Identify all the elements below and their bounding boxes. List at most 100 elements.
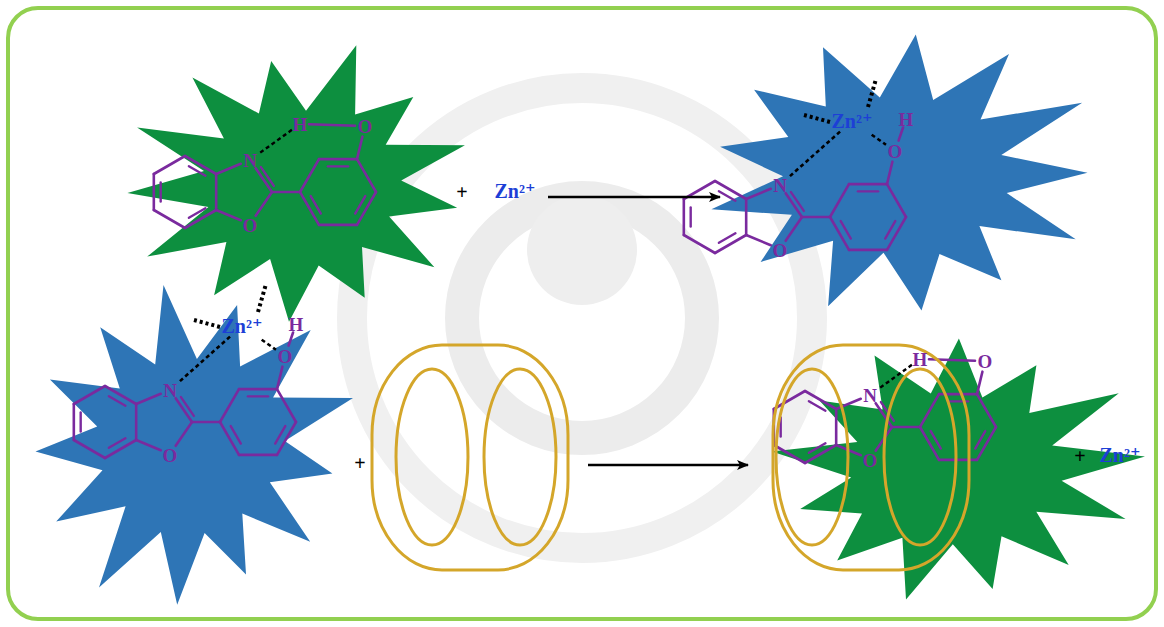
double-bond: [261, 167, 274, 186]
bond: [887, 184, 906, 217]
bond: [74, 386, 105, 404]
double-bond: [689, 207, 691, 226]
bond: [154, 156, 185, 174]
double-bond: [719, 191, 736, 201]
macrocycle: [773, 345, 969, 570]
bond: [277, 367, 282, 389]
bond: [215, 174, 218, 210]
double-bond: [931, 431, 941, 448]
bond: [105, 386, 136, 404]
bond: [74, 440, 105, 458]
atom-label: N: [163, 381, 177, 400]
bond: [300, 192, 319, 225]
bond: [220, 422, 239, 455]
bond: [920, 394, 939, 427]
double-bond: [79, 412, 81, 431]
bond: [105, 440, 136, 458]
bond: [887, 162, 892, 184]
bond: [185, 210, 216, 228]
bond: [216, 210, 241, 220]
ion-label: Zn²⁺: [221, 316, 262, 336]
macrocycle: [372, 345, 568, 570]
ion-label: Zn²⁺: [1099, 445, 1140, 465]
bond: [774, 445, 805, 463]
bond: [300, 159, 319, 192]
frame: [8, 8, 1156, 619]
bond: [835, 409, 838, 445]
double-bond: [109, 438, 126, 448]
hashed-bond: [868, 79, 876, 107]
plus-sign: +: [354, 453, 365, 473]
bond: [272, 191, 300, 194]
plus-sign: +: [1074, 446, 1085, 466]
bond: [745, 199, 748, 235]
coordination-bond: [872, 135, 886, 145]
bond: [216, 164, 241, 174]
double-bond: [328, 165, 348, 167]
double-bond: [885, 221, 895, 238]
bond: [277, 389, 296, 422]
bond: [277, 422, 296, 455]
double-bond: [791, 192, 804, 211]
atom-label: O: [278, 347, 293, 366]
bond: [805, 445, 836, 463]
ion-label: Zn²⁺: [494, 181, 535, 201]
glow-star: [711, 35, 1087, 311]
coordination-bond: [788, 132, 840, 178]
double-bond: [975, 431, 985, 448]
bond: [715, 235, 746, 253]
atom-label: O: [243, 216, 258, 235]
bond: [830, 217, 849, 250]
bond: [786, 217, 802, 241]
reaction-arrow: [588, 464, 748, 467]
bond: [357, 137, 362, 159]
atom-label: O: [888, 142, 903, 161]
hashed-bond: [194, 320, 220, 327]
molecules: [74, 79, 996, 463]
bond: [239, 388, 277, 391]
atom-label: N: [773, 176, 787, 195]
plus-sign: +: [456, 182, 467, 202]
bond: [849, 249, 887, 252]
hashed-bond: [804, 115, 830, 122]
double-bond: [719, 233, 736, 243]
double-bond: [809, 443, 826, 453]
bond: [239, 454, 277, 457]
bond: [802, 216, 830, 219]
double-bond: [189, 166, 206, 176]
bond: [684, 235, 715, 253]
bond: [746, 189, 771, 199]
bond: [849, 183, 887, 186]
atom-label: O: [978, 352, 993, 371]
atom-label: O: [358, 117, 373, 136]
bond: [977, 427, 996, 460]
coordination-bond: [178, 337, 230, 383]
atom-label: H: [899, 110, 914, 129]
hashed-bond: [258, 284, 266, 312]
bond: [289, 333, 293, 346]
bond: [939, 459, 977, 462]
bond: [176, 422, 192, 446]
bond: [136, 394, 161, 404]
hydrogen-bond: [259, 130, 292, 154]
bond: [319, 158, 357, 161]
double-bond: [809, 401, 826, 411]
bond: [977, 394, 996, 427]
bond: [135, 404, 138, 440]
bond: [899, 128, 903, 141]
bond: [220, 389, 239, 422]
bond: [153, 174, 156, 210]
double-bond: [841, 221, 851, 238]
double-bond: [181, 397, 194, 416]
double-bond: [189, 208, 206, 218]
bond: [920, 427, 939, 460]
bond: [892, 426, 920, 429]
bond: [154, 210, 185, 228]
bond: [256, 192, 272, 216]
atom-label: O: [163, 446, 178, 465]
glow-stars: [36, 35, 1146, 605]
atom-label: O: [773, 241, 788, 260]
atom-label: H: [289, 315, 304, 334]
